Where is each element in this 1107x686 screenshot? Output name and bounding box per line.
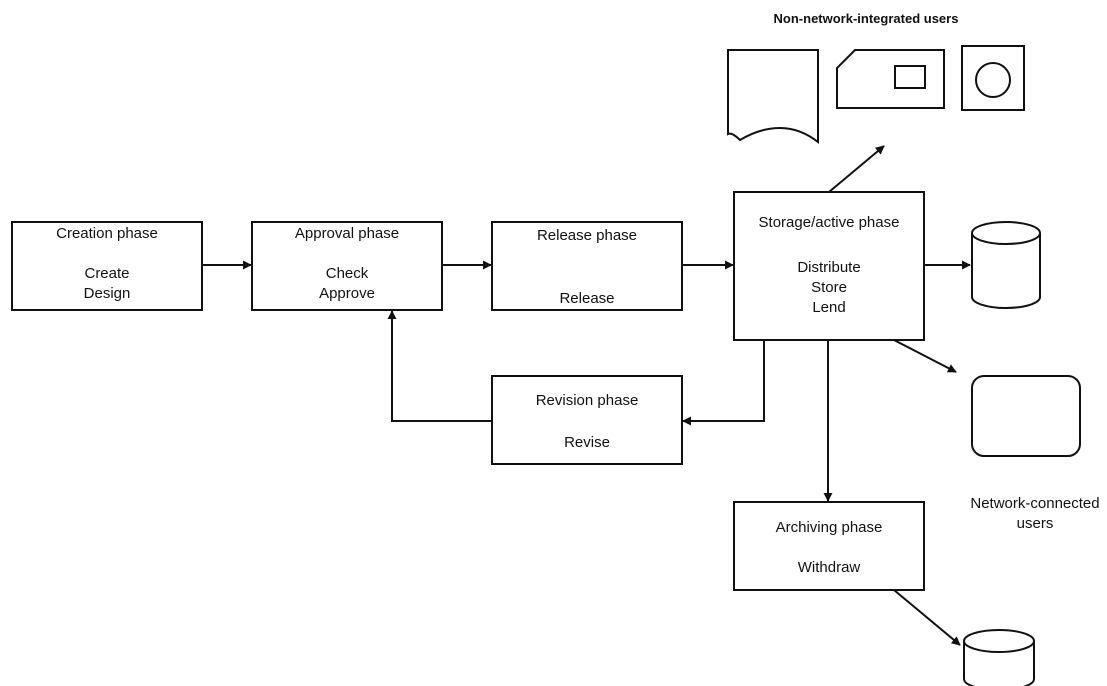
storage-phase-line-2: Store (811, 279, 847, 296)
archive-cylinder-icon (963, 629, 1035, 686)
disk-icon (961, 45, 1025, 111)
arrow-storage-to-network-users (893, 339, 957, 373)
storage-phase-box: Storage/active phase Distribute Store Le… (733, 191, 925, 341)
arrow-storage-to-revision (682, 340, 765, 426)
approval-phase-title: Approval phase (295, 225, 399, 242)
non-network-users-label: Non-network-integrated users (774, 11, 959, 26)
arrow-revision-to-approval (387, 310, 492, 422)
arrow-storage-to-non-network-users (828, 145, 885, 193)
approval-phase-line-1: Check (326, 265, 369, 282)
creation-phase-line-1: Create (84, 265, 129, 282)
release-phase-title: Release phase (537, 227, 637, 244)
archiving-phase-box: Archiving phase Withdraw (733, 501, 925, 591)
creation-phase-title: Creation phase (56, 225, 158, 242)
terminal-screen-icon (971, 375, 1081, 457)
database-cylinder-icon (971, 221, 1041, 309)
floppy-card-icon (836, 49, 945, 109)
storage-phase-title: Storage/active phase (759, 214, 900, 231)
archiving-phase-line-1: Withdraw (798, 559, 861, 576)
revision-phase-line-1: Revise (564, 434, 610, 451)
release-phase-box: Release phase Release (491, 221, 683, 311)
creation-phase-line-2: Design (84, 285, 131, 302)
document-icon (727, 49, 819, 145)
release-phase-line-1: Release (559, 290, 614, 307)
creation-phase-box: Creation phase Create Design (11, 221, 203, 311)
approval-phase-box: Approval phase Check Approve (251, 221, 443, 311)
network-users-label-line-2: users (1017, 515, 1054, 532)
network-users-label-line-1: Network-connected (970, 495, 1099, 512)
revision-phase-box: Revision phase Revise (491, 375, 683, 465)
storage-phase-line-3: Lend (812, 299, 845, 316)
revision-phase-title: Revision phase (536, 392, 639, 409)
storage-phase-line-1: Distribute (797, 259, 860, 276)
archiving-phase-title: Archiving phase (776, 519, 883, 536)
approval-phase-line-2: Approve (319, 285, 375, 302)
arrow-archiving-to-archive (893, 589, 961, 646)
